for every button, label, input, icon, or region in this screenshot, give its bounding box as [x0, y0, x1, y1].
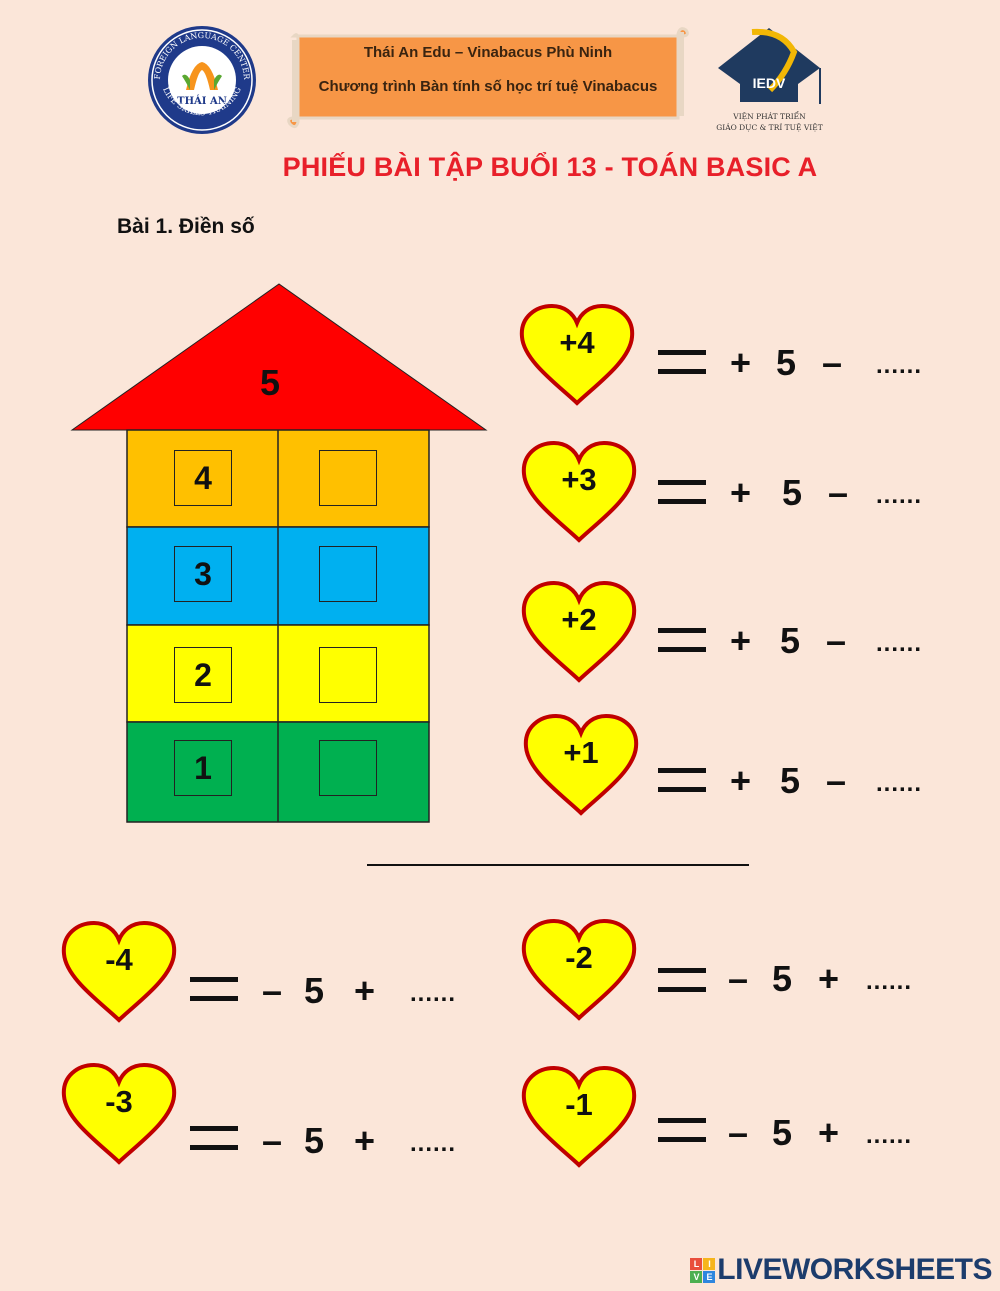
answer-blank[interactable]: ...... — [876, 770, 923, 797]
operator: – — [728, 1112, 749, 1153]
heart-icon: +1 — [522, 713, 640, 817]
operator: – — [822, 342, 843, 383]
heart-icon: -4 — [60, 920, 178, 1024]
answer-blank[interactable]: ...... — [410, 980, 457, 1007]
operator: + — [818, 958, 840, 999]
section-divider — [367, 864, 749, 866]
number: 5 — [780, 620, 801, 661]
operator: – — [826, 760, 847, 801]
operator: + — [354, 970, 376, 1011]
iedv-caption-2: GIÁO DỤC & TRÍ TUỆ VIỆT — [716, 123, 823, 132]
number: 5 — [780, 760, 801, 801]
operator: + — [730, 472, 752, 513]
number: 5 — [772, 1112, 793, 1153]
heart-label: -3 — [105, 1084, 133, 1119]
heart-icon: +4 — [518, 303, 636, 407]
heart-label: +3 — [561, 462, 597, 497]
operator: – — [728, 958, 749, 999]
number: 5 — [782, 472, 803, 513]
banner-line-2: Chương trình Bàn tính số học trí tuệ Vin… — [318, 78, 658, 95]
roof-number: 5 — [260, 362, 281, 403]
number-house — [70, 282, 490, 827]
house-cell-left-3: 2 — [174, 647, 232, 703]
heart-icon: -3 — [60, 1062, 178, 1166]
worksheet-title: PHIẾU BÀI TẬP BUỔI 13 - TOÁN BASIC A — [282, 152, 818, 182]
house-answer-box-3[interactable] — [319, 647, 377, 703]
operator: – — [828, 472, 849, 513]
answer-blank[interactable]: ...... — [876, 630, 923, 657]
liveworksheets-text: LIVEWORKSHEETS — [717, 1253, 992, 1286]
answer-blank[interactable]: ...... — [410, 1130, 457, 1157]
number: 5 — [304, 970, 325, 1011]
heart-icon: -1 — [520, 1065, 638, 1169]
operator: – — [826, 620, 847, 661]
operator: – — [262, 970, 283, 1011]
house-answer-box-4[interactable] — [319, 740, 377, 796]
answer-blank[interactable]: ...... — [866, 968, 913, 995]
header-banner: Thái An Edu – Vinabacus Phù Ninh Chương … — [286, 26, 690, 130]
equals-sign — [658, 968, 706, 992]
iedv-logo: IEDV VIỆN PHÁT TRIỂN GIÁO DỤC & TRÍ TUỆ … — [712, 22, 827, 137]
answer-blank[interactable]: ...... — [876, 352, 923, 379]
answer-blank[interactable]: ...... — [876, 482, 923, 509]
logo-center-text: THÁI AN — [177, 95, 227, 107]
operator: + — [818, 1112, 840, 1153]
equals-sign — [658, 628, 706, 652]
house-answer-box-1[interactable] — [319, 450, 377, 506]
house-answer-box-2[interactable] — [319, 546, 377, 602]
operator: – — [262, 1120, 283, 1161]
iedv-text: IEDV — [753, 75, 786, 91]
heart-label: -4 — [105, 942, 133, 977]
equals-sign — [658, 1118, 706, 1142]
equals-sign — [658, 768, 706, 792]
answer-blank[interactable]: ...... — [866, 1122, 913, 1149]
heart-label: +2 — [561, 602, 597, 637]
equals-sign — [658, 480, 706, 504]
iedv-caption-1: VIỆN PHÁT TRIỂN — [733, 112, 806, 121]
number: 5 — [776, 342, 797, 383]
thai-an-logo: THÁI AN FOREIGN LANGUAGE CENTER LIFE SKI… — [146, 24, 258, 136]
equals-sign — [658, 350, 706, 374]
equals-sign — [190, 1126, 238, 1150]
heart-label: -1 — [565, 1087, 593, 1122]
house-cell-left-1: 4 — [174, 450, 232, 506]
banner-line-1: Thái An Edu – Vinabacus Phù Ninh — [363, 44, 613, 61]
number: 5 — [304, 1120, 325, 1161]
house-roof — [70, 283, 488, 431]
heart-label: +1 — [563, 735, 599, 770]
liveworksheets-brand: L I V E LIVEWORKSHEETS — [690, 1253, 992, 1287]
operator: + — [354, 1120, 376, 1161]
heart-label: +4 — [559, 325, 595, 360]
number: 5 — [772, 958, 793, 999]
heart-icon: +3 — [520, 440, 638, 544]
equals-sign — [190, 977, 238, 1001]
exercise-heading: Bài 1. Điền số — [117, 215, 255, 238]
heart-icon: -2 — [520, 918, 638, 1022]
house-cell-left-2: 3 — [174, 546, 232, 602]
operator: + — [730, 342, 752, 383]
liveworksheets-icon: L I V E — [690, 1257, 716, 1283]
operator: + — [730, 620, 752, 661]
heart-label: -2 — [565, 940, 593, 975]
heart-icon: +2 — [520, 580, 638, 684]
house-cell-left-4: 1 — [174, 740, 232, 796]
operator: + — [730, 760, 752, 801]
